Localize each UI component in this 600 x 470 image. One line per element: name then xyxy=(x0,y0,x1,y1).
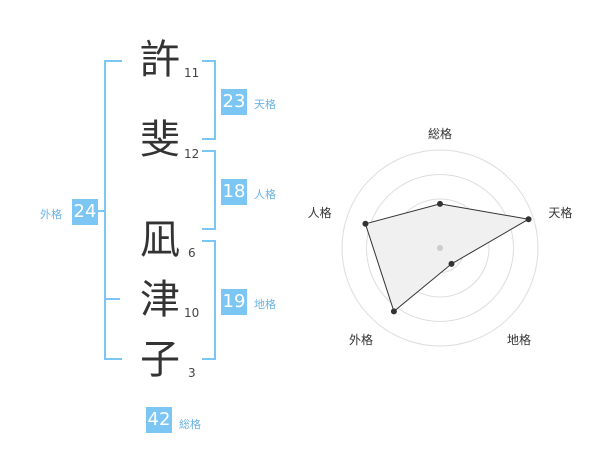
jinkaku-value: 18 xyxy=(221,179,247,205)
radar-point xyxy=(437,200,443,207)
chikaku-bracket xyxy=(202,240,216,360)
gaikaku-bracket xyxy=(104,60,122,360)
radar-axis-label: 人格 xyxy=(308,205,332,220)
soukaku-value: 42 xyxy=(146,407,172,433)
tenkaku-value: 23 xyxy=(221,89,247,115)
radar-point xyxy=(362,220,369,227)
gaikaku-label: 外格 xyxy=(40,208,62,221)
chikaku-value: 19 xyxy=(221,289,247,315)
jinkaku-label: 人格 xyxy=(254,188,276,201)
radar-center-dot xyxy=(437,245,443,251)
radar-axis-label: 外格 xyxy=(349,332,373,347)
name-char-5: 子 xyxy=(140,337,180,383)
radar-point xyxy=(525,216,532,223)
tenkaku-bracket xyxy=(202,60,216,140)
stroke-count-3: 6 xyxy=(188,246,196,260)
radar-axis-label: 地格 xyxy=(507,332,531,347)
tenkaku-label: 天格 xyxy=(254,98,276,111)
stroke-count-2: 12 xyxy=(184,147,200,161)
stroke-count-4: 10 xyxy=(184,306,200,320)
jinkaku-bracket xyxy=(202,150,216,230)
gaikaku-bracket-tick xyxy=(94,210,104,212)
name-char-3: 凪 xyxy=(140,217,180,263)
radar-axis-label: 総格 xyxy=(428,126,452,141)
stroke-count-1: 11 xyxy=(184,66,200,80)
gaikaku-value: 24 xyxy=(72,199,98,225)
chikaku-label: 地格 xyxy=(254,298,276,311)
stroke-count-5: 3 xyxy=(188,366,196,380)
soukaku-label: 総格 xyxy=(179,418,201,431)
radar-area xyxy=(364,203,530,313)
radar-axis-label: 天格 xyxy=(548,205,572,220)
radar-ring xyxy=(341,149,539,347)
radar-point xyxy=(448,260,455,267)
name-divider-tick xyxy=(104,298,120,300)
name-char-4: 津 xyxy=(140,277,180,323)
name-char-1: 許 xyxy=(140,37,180,83)
name-char-2: 斐 xyxy=(140,117,180,163)
radar-point xyxy=(390,308,397,315)
radar-ring xyxy=(366,174,514,322)
